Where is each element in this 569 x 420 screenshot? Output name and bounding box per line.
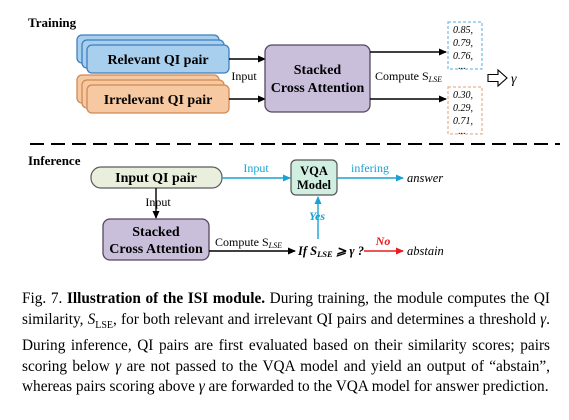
irrelevant-qi-pair-label: Irrelevant QI pair [104,93,213,108]
irrelevant-score-more: ... [458,126,466,137]
training-stacked-cross-attention-box: Stacked Cross Attention [264,44,371,113]
relevant-qi-pair-label: Relevant QI pair [107,53,208,68]
irrelevant-score-3: 0.71, [453,116,473,127]
relevant-score-3: 0.76, [453,51,473,62]
caption-gamma-2: γ [115,357,122,375]
threshold-condition: If SLSE ⩾ γ ? [297,244,364,259]
inference-qi-pair-box: Input QI pair [90,166,223,189]
isi-module-diagram: Training Relevant QI pair Irrelevant QI … [28,15,560,261]
inference-input-label-top: Input [243,161,269,175]
vqa-line1: VQA [300,164,328,178]
relevant-score-1: 0.85, [453,25,473,36]
inference-section-label: Inference [28,153,81,168]
inference-compute-main: Compute S [215,235,269,249]
inference-input-label-down: Input [145,195,171,209]
irrelevant-scores-box: 0.30, 0.29, 0.71, ... [447,86,483,137]
inference-compute-label: Compute SLSE [215,235,282,250]
caption-text-1: During training, the module computes the… [22,290,551,328]
inference-compute-sub: LSE [268,241,282,250]
relevant-score-more: ... [458,61,466,72]
caption-sim-sub: LSE [95,319,114,331]
relevant-scores-box: 0.85, 0.79, 0.76, ... [447,21,483,72]
irrelevant-score-2: 0.29, [453,103,473,114]
inference-sca-line2: Cross Attention [109,242,203,257]
training-section-label: Training [28,15,77,30]
irrelevant-qi-pair-stack: Irrelevant QI pair [76,74,230,114]
inference-stacked-cross-attention-box: Stacked Cross Attention [102,218,210,261]
training-compute-main: Compute S [375,69,429,83]
training-compute-sub: LSE [428,75,442,84]
caption-gamma-3: γ [198,378,205,396]
abstain-label: abstain [407,244,444,258]
caption-gamma-1: γ [540,310,547,328]
answer-label: answer [407,171,443,185]
caption-text-3: . During inference, QI pairs are first e… [22,310,550,375]
no-label: No [375,234,391,248]
caption-text-5: are forwarded to the VQA model for answe… [204,378,549,396]
training-input-label: Input [231,69,257,83]
threshold-hollow-arrow [487,68,508,88]
condition-sub: LSE [316,249,333,259]
inference-sca-line1: Stacked [132,225,180,240]
figure-caption: Fig. 7. Illustration of the ISI module. … [22,289,550,398]
caption-fig-label: Fig. 7. [22,290,63,307]
inference-qi-pair-label: Input QI pair [115,171,197,186]
relevant-score-2: 0.79, [453,38,473,49]
caption-bold-title: Illustration of the ISI module. [66,290,266,307]
vqa-model-box: VQA Model [290,159,338,196]
training-sca-line1: Stacked [294,63,342,78]
irrelevant-score-1: 0.30, [453,90,473,101]
condition-if: If S [297,244,317,258]
relevant-qi-pair-stack: Relevant QI pair [76,34,230,74]
caption-text-4: are not passed to the VQA model and yiel… [22,357,550,396]
training-sca-line2: Cross Attention [271,81,365,96]
caption-sim-symbol: S [87,310,96,328]
condition-rest: ⩾ γ ? [333,244,364,258]
yes-label: Yes [309,209,325,223]
infering-label: infering [351,161,389,175]
vqa-line2: Model [297,178,332,192]
caption-text-2: , for both relevant and irrelevant QI pa… [113,310,541,328]
training-gamma-symbol: γ [511,72,517,87]
training-compute-label: Compute SLSE [375,69,442,84]
